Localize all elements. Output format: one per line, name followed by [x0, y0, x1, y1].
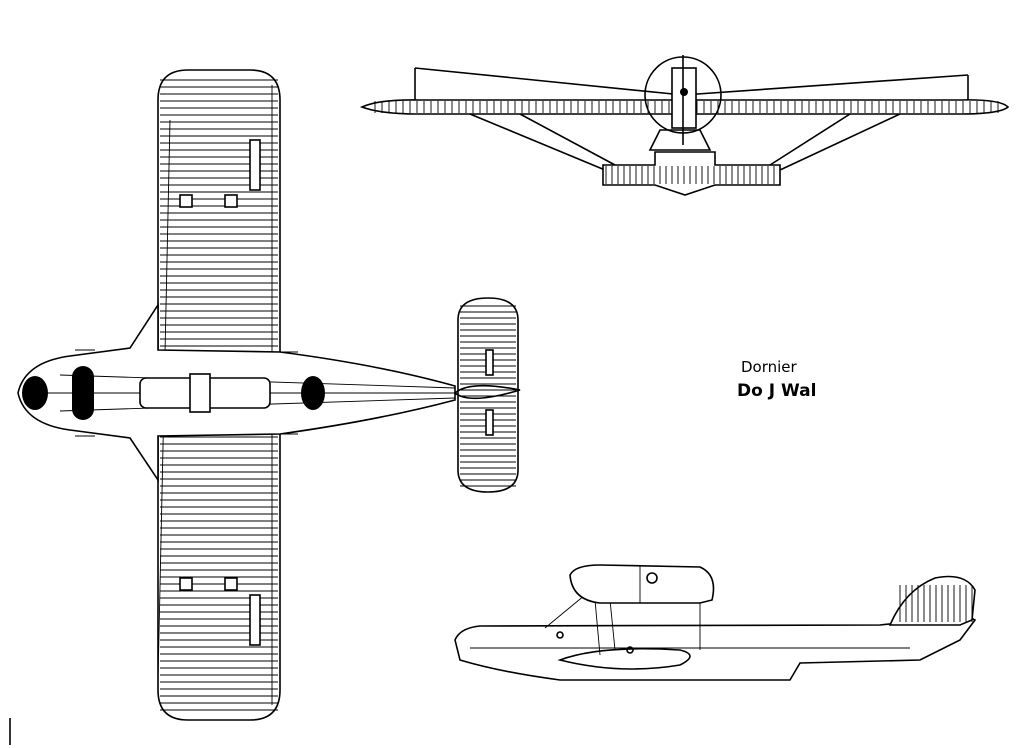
wing-strut — [469, 113, 606, 171]
elevator-panel — [485, 349, 494, 376]
sponsons-and-hull — [602, 151, 781, 196]
sponson-ribs — [605, 166, 775, 184]
nose-gunner-ring — [22, 376, 48, 410]
wing-panel — [249, 594, 261, 646]
wing-strut — [769, 113, 851, 166]
nacelle-detail — [646, 572, 658, 584]
engine-front — [671, 67, 697, 129]
wing-panel — [224, 577, 238, 591]
caption: Dornier Do J Wal — [737, 358, 816, 401]
wing-upper-edge — [414, 67, 684, 96]
front-wing-outline — [359, 99, 1010, 115]
elevator-panel — [485, 409, 494, 436]
top-view — [17, 69, 521, 721]
engine-mount — [189, 373, 211, 413]
wing-ribs — [160, 79, 278, 711]
wing-panel — [249, 139, 261, 191]
wing-upper-edge — [682, 74, 969, 96]
nacelle-strut — [544, 594, 586, 629]
tail-fin — [888, 575, 976, 626]
nacelle-strut — [594, 599, 601, 656]
fin-ribs — [899, 585, 973, 622]
front-view — [359, 55, 1010, 196]
hull-detail — [626, 646, 634, 654]
propeller-hub — [680, 88, 688, 96]
side-view — [454, 564, 977, 681]
wing-panel — [224, 194, 238, 208]
engine-pylon — [648, 129, 712, 151]
wing-outline — [157, 69, 281, 721]
hull-detail — [556, 631, 564, 639]
wing-panel — [179, 577, 193, 591]
wing-panel — [179, 194, 193, 208]
tailplane-outline — [457, 297, 519, 493]
sponson-side — [557, 647, 691, 670]
tailplane-ribs — [460, 305, 516, 487]
manufacturer-label: Dornier — [741, 358, 797, 376]
tail-cone — [454, 384, 521, 400]
rear-gunner-ring — [301, 376, 325, 410]
nacelle-strut — [609, 599, 616, 651]
cockpit — [72, 366, 94, 420]
wing-strut — [779, 113, 901, 171]
model-label: Do J Wal — [737, 381, 817, 401]
engine-nacelle-side — [569, 564, 715, 604]
wing-strut — [519, 113, 616, 166]
